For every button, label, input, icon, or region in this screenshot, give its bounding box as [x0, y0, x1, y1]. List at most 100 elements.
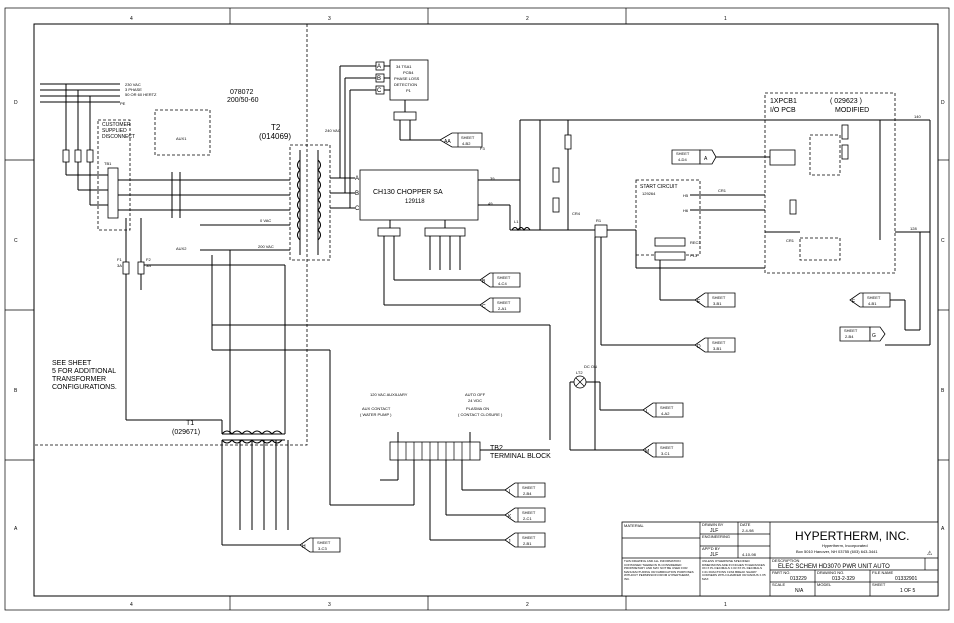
t1-transformer [138, 250, 300, 546]
wire-128: 128 [910, 226, 917, 231]
plasma-on-label: PLASMA ON [466, 406, 489, 411]
t2-part-label: (014069) [259, 132, 291, 141]
off-sheet-d: D SHEET 3-B1 [601, 337, 736, 353]
off-sheet-c-ref: 2-A1 [498, 306, 507, 311]
off-sheet-l: L SHEET 4-A2 [642, 402, 684, 418]
off-sheet-b-sheet: SHEET [497, 275, 511, 280]
phase-loss-pcb [389, 59, 429, 101]
off-sheet-a-letter: A [704, 156, 708, 162]
lt2-label: LT2 [576, 370, 583, 375]
disconnect-label-2: SUPPLIED [102, 128, 127, 134]
off-sheet-h-sheet: SHEET [317, 540, 331, 545]
off-sheet-f-ref: 4-B1 [868, 301, 877, 306]
main-contactor [171, 172, 181, 218]
transformer-region-outline [34, 24, 308, 446]
start-circuit-wires [635, 194, 765, 269]
date-label-1: DATE [740, 522, 751, 527]
off-sheet-g-ref: 2-B4 [845, 334, 854, 339]
aux2-label: AUX2 [176, 246, 187, 251]
title-block [621, 521, 939, 597]
r1-relay [594, 224, 636, 345]
top-zone-1: 1 [724, 16, 727, 22]
tb2-name: TB2 [490, 445, 503, 452]
resistor-r [552, 167, 560, 183]
right-zone-c: C [941, 238, 945, 244]
phase-pcb-l5: P1 [406, 88, 412, 93]
start-circuit-part: 129264 [642, 191, 656, 196]
io-pcb-label: I/O PCB [770, 107, 796, 114]
off-sheet-e-sheet: SHEET [712, 295, 726, 300]
aux-relay-outline [154, 109, 211, 156]
off-sheet-d-letter: D [697, 344, 701, 350]
right-zone-b: B [941, 388, 945, 394]
dc-on-wires [569, 345, 643, 451]
phase-input-b: B [377, 76, 381, 82]
off-sheet-e-letter: E [697, 299, 701, 305]
phase-pcb-l1: 34 TSA1 [396, 64, 412, 69]
off-sheet-j-letter: J [508, 539, 511, 545]
chopper-part: 129118 [405, 199, 425, 205]
pl3-label: PL3 [690, 253, 698, 258]
off-sheet-a-sheet: SHEET [676, 151, 690, 156]
off-sheet-f-sheet: SHEET [867, 295, 881, 300]
company-address: Box 5010 Hanover, NH 03755 (603) 643-344… [796, 549, 878, 554]
top-zone-2: 2 [526, 16, 529, 22]
off-sheet-h: H SHEET 3-C3 [299, 537, 341, 553]
wire-39: 39 [490, 176, 495, 181]
drawn-by-label: DRAWN BY [702, 522, 724, 527]
left-zone-a: A [14, 526, 18, 532]
h5-label: H5 [683, 193, 689, 198]
see-note-1: SEE SHEET [52, 360, 92, 367]
top-zone-3: 3 [328, 16, 331, 22]
io-pcb-name: 1XPCB1 [770, 98, 797, 105]
zone-ticks [5, 8, 949, 610]
t2-model-label: 078072 [230, 89, 253, 96]
material-label: MATERIAL [624, 523, 644, 528]
phase-input-a: A [377, 64, 381, 70]
input-frequency-label: 50 OR 60 HERTZ [125, 92, 157, 97]
warning-icon: ⚠ [927, 550, 933, 557]
off-sheet-b-letter: B [482, 279, 486, 285]
off-sheet-g-letter: G [872, 333, 876, 339]
rec-label: REC3 [690, 240, 701, 245]
r1-label: R1 [596, 218, 602, 223]
start-circuit-label: START CIRCUIT [640, 184, 678, 190]
off-sheet-i: I SHEET 2-B4 [504, 482, 546, 498]
zone-labels: 4 3 2 1 4 3 2 1 D C B A D C B A [14, 16, 945, 608]
off-sheet-l-letter: L [646, 409, 649, 415]
engineering-label: ENGINEERING [702, 534, 730, 539]
off-sheet-c: C SHEET 2-A1 [479, 297, 521, 313]
off-sheet-b: B SHEET 4-C4 [479, 272, 521, 288]
main-feed-lines [118, 177, 355, 251]
bottom-zone-1: 1 [724, 602, 727, 608]
t1-name: T1 [186, 420, 194, 427]
off-sheet-l-ref: 4-A2 [661, 411, 670, 416]
appd-label: APP'D BY [702, 546, 720, 551]
drawing-no-label: DRAWING NO. [817, 570, 844, 575]
see-note-2: 5 FOR ADDITIONAL [52, 368, 116, 375]
off-sheet-d-sheet: SHEET [712, 340, 726, 345]
tb2-label: TERMINAL BLOCK [490, 453, 551, 460]
t2-rating-label: 200/50-60 [227, 97, 259, 104]
tb1-label: TB1 [104, 161, 112, 166]
fuse-f1 [122, 261, 130, 275]
proprietary-note: THIS DRAWING AND ALL INFORMATION CONTAIN… [624, 560, 694, 581]
cr4-label: CR4 [572, 211, 581, 216]
tb2-terminals [397, 442, 471, 460]
sheet-label: SHEET [872, 582, 886, 587]
off-sheet-c-letter: C [482, 304, 486, 310]
fuse-f2-label: F2 [146, 257, 151, 262]
disconnect-outline [97, 119, 131, 231]
chopper-input-a: A [355, 176, 359, 182]
appd-value: JLF [710, 552, 718, 558]
dc-on-label: DC ON [584, 364, 597, 369]
company-sub: Hypertherm, Incorporated [822, 543, 868, 548]
auto-off-label: AUTO OFF [465, 392, 486, 397]
off-sheet-f-letter: F [852, 299, 855, 305]
t2-coils [297, 150, 321, 255]
bottom-zone-4: 4 [130, 602, 133, 608]
off-sheet-j: J SHEET 2-B1 [504, 532, 546, 548]
description-value: ELEC SCHEM HD3070 PWR UNIT AUTO [778, 564, 890, 570]
disconnect-fuses [62, 149, 94, 163]
